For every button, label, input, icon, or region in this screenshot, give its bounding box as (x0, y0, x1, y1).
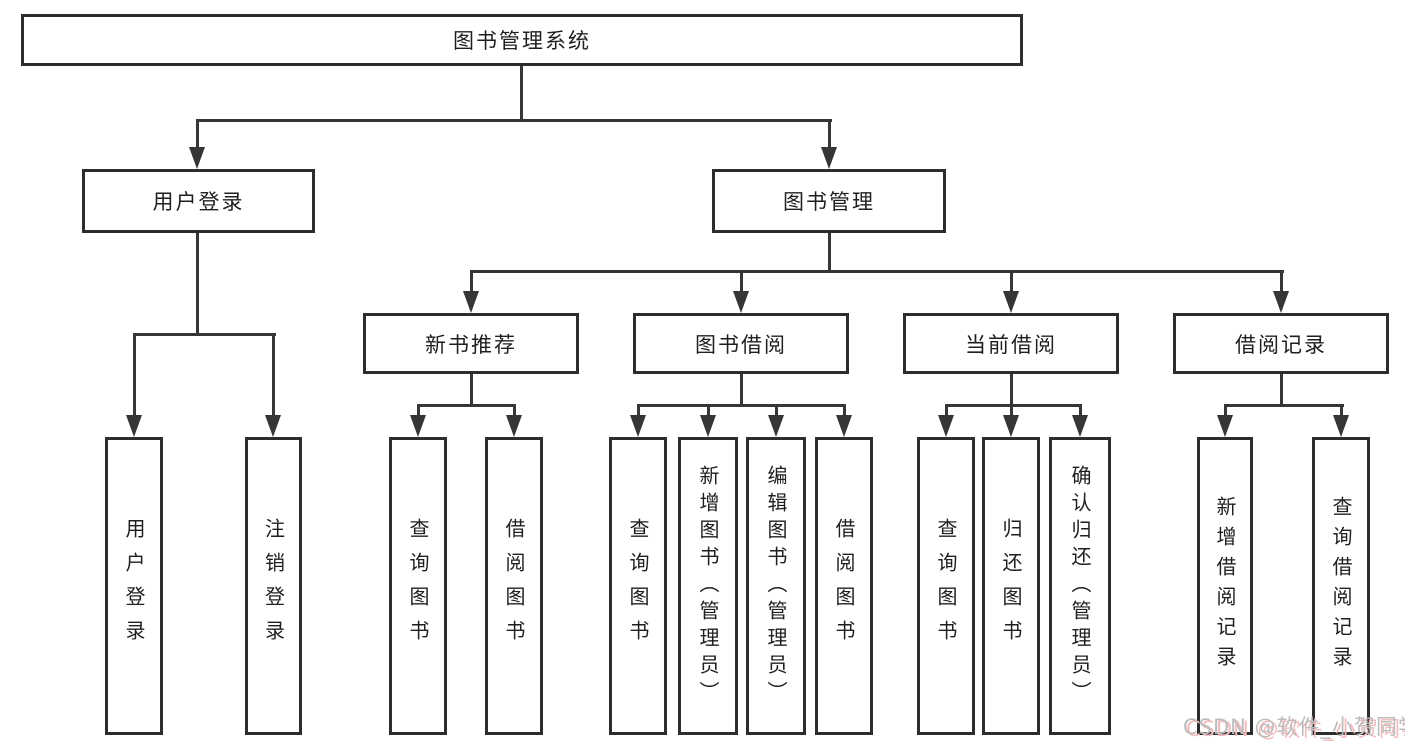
leaf-edit-books-admin: 编辑图书（管理员） (746, 437, 806, 735)
arrowhead-recommend-c1 (506, 415, 522, 437)
connector-user-login-split (133, 333, 276, 336)
arrowhead-borrow-records (1273, 291, 1289, 313)
connector-recommend-c0 (417, 404, 420, 419)
connector-root-split (196, 119, 832, 122)
leaf-current-query-books: 查询图书 (917, 437, 975, 735)
connector-to-user-login (196, 119, 199, 152)
arrowhead-current-c2 (1072, 415, 1088, 437)
node-new-book-recommend: 新书推荐 (363, 313, 579, 374)
node-root-label: 图书管理系统 (453, 29, 591, 53)
arrowhead-book-borrow (733, 291, 749, 313)
node-current-borrow-label: 当前借阅 (965, 332, 1057, 357)
leaf-borrow-query-books-label: 查询图书 (626, 518, 650, 654)
connector-to-book-management (828, 119, 831, 152)
connector-to-new-book (470, 270, 473, 294)
connector-recommend-c1 (513, 404, 516, 419)
leaf-borrow-query-books: 查询图书 (609, 437, 667, 735)
leaf-recommend-query-books-label: 查询图书 (406, 518, 430, 654)
node-root: 图书管理系统 (21, 14, 1023, 66)
arrowhead-records-c1 (1333, 415, 1349, 437)
connector-current-split (945, 404, 1082, 407)
arrowhead-leaf-logout (265, 415, 281, 437)
leaf-add-borrow-record-label: 新增借阅记录 (1213, 496, 1237, 676)
connector-book-mgmt-stem (828, 233, 831, 273)
arrowhead-recommend-c0 (410, 415, 426, 437)
arrowhead-borrow-c2 (768, 415, 784, 437)
connector-records-c1 (1340, 404, 1343, 419)
connector-recommend-stem (470, 374, 473, 407)
leaf-add-books-admin: 新增图书（管理员） (678, 437, 738, 735)
leaf-recommend-borrow-books: 借阅图书 (485, 437, 543, 735)
leaf-logout-label: 注销登录 (261, 518, 286, 654)
arrowhead-book-management (821, 147, 837, 169)
connector-to-borrow-records (1280, 270, 1283, 294)
connector-to-leaf-login (133, 333, 136, 417)
arrowhead-current-c1 (1003, 415, 1019, 437)
connector-records-c0 (1224, 404, 1227, 419)
leaf-add-borrow-record: 新增借阅记录 (1197, 437, 1253, 735)
connector-root-stem (520, 66, 523, 120)
node-book-management-label: 图书管理 (783, 190, 875, 214)
connector-records-split (1224, 404, 1344, 407)
connector-borrow-split (637, 404, 846, 407)
node-user-login: 用户登录 (82, 169, 315, 233)
node-current-borrow: 当前借阅 (903, 313, 1119, 374)
connector-to-book-borrow (740, 270, 743, 294)
arrowhead-current-c0 (938, 415, 954, 437)
connector-borrow-c3 (843, 404, 846, 419)
leaf-logout: 注销登录 (245, 437, 302, 735)
leaf-return-books-label: 归还图书 (999, 518, 1023, 654)
leaf-borrow-books-label: 借阅图书 (832, 518, 856, 654)
leaf-add-books-admin-label: 新增图书（管理员） (696, 464, 720, 708)
leaf-user-login: 用户登录 (105, 437, 163, 735)
connector-current-c0 (945, 404, 948, 419)
node-user-login-label: 用户登录 (152, 190, 245, 214)
connector-borrow-stem (740, 374, 743, 407)
leaf-borrow-books: 借阅图书 (815, 437, 873, 735)
connector-user-login-stem (196, 233, 199, 336)
node-book-borrow: 图书借阅 (633, 313, 849, 374)
arrowhead-borrow-c3 (836, 415, 852, 437)
node-borrow-records: 借阅记录 (1173, 313, 1389, 374)
leaf-recommend-borrow-books-label: 借阅图书 (502, 518, 526, 654)
connector-borrow-c1 (707, 404, 710, 419)
arrowhead-borrow-c0 (630, 415, 646, 437)
connector-book-mgmt-split (470, 270, 1284, 273)
node-borrow-records-label: 借阅记录 (1235, 332, 1327, 357)
node-new-book-recommend-label: 新书推荐 (425, 332, 517, 357)
leaf-current-query-books-label: 查询图书 (934, 518, 958, 654)
connector-current-stem (1010, 374, 1013, 407)
leaf-recommend-query-books: 查询图书 (389, 437, 447, 735)
node-book-management: 图书管理 (712, 169, 946, 233)
leaf-edit-books-admin-label: 编辑图书（管理员） (764, 464, 788, 708)
leaf-return-books: 归还图书 (982, 437, 1040, 735)
leaf-user-login-label: 用户登录 (122, 518, 146, 654)
leaf-confirm-return-admin-label: 确认归还（管理员） (1068, 464, 1092, 708)
leaf-query-borrow-record: 查询借阅记录 (1312, 437, 1370, 735)
connector-current-c2 (1079, 404, 1082, 419)
connector-borrow-c2 (775, 404, 778, 419)
node-book-borrow-label: 图书借阅 (695, 332, 787, 357)
connector-to-leaf-logout (272, 333, 275, 417)
arrowhead-borrow-c1 (700, 415, 716, 437)
arrowhead-new-book (463, 291, 479, 313)
connector-records-stem (1280, 374, 1283, 407)
connector-current-c1 (1010, 404, 1013, 419)
connector-borrow-c0 (637, 404, 640, 419)
arrowhead-records-c0 (1217, 415, 1233, 437)
connector-to-current-borrow (1010, 270, 1013, 294)
arrowhead-user-login (189, 147, 205, 169)
leaf-query-borrow-record-label: 查询借阅记录 (1329, 496, 1353, 676)
arrowhead-leaf-login (126, 415, 142, 437)
arrowhead-current-borrow (1003, 291, 1019, 313)
csdn-watermark: CSDN @软件_小贺同学 (1183, 715, 1405, 739)
connector-recommend-split (417, 404, 516, 407)
leaf-confirm-return-admin: 确认归还（管理员） (1049, 437, 1111, 735)
